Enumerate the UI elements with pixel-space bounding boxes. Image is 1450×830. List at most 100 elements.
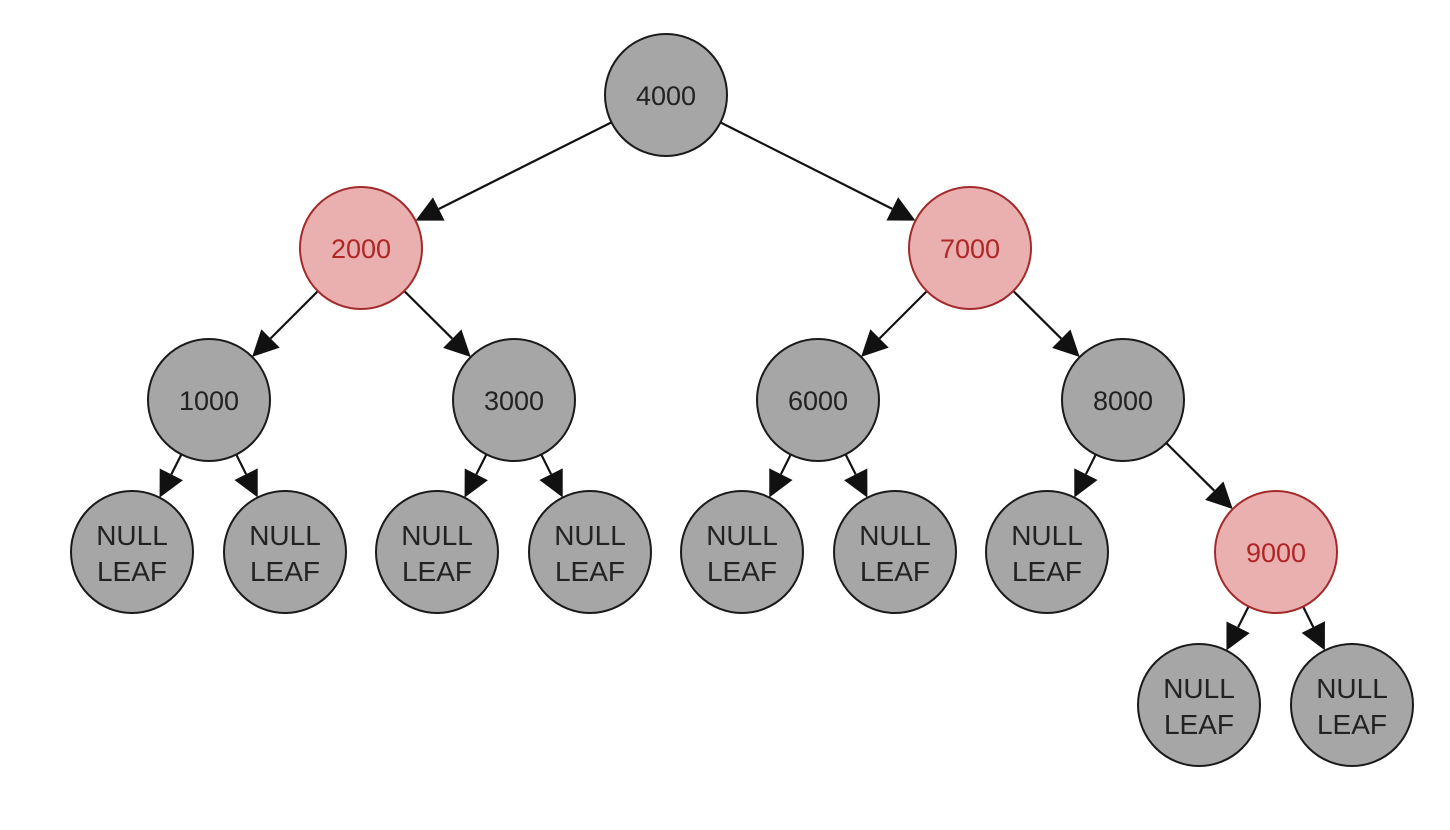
node-label: LEAF bbox=[1317, 709, 1387, 740]
null-leaf-node: NULL LEAF bbox=[680, 490, 804, 614]
node-label: LEAF bbox=[1012, 556, 1082, 587]
node-circle bbox=[908, 186, 1032, 310]
edge-n8000-n9000 bbox=[1165, 442, 1233, 510]
edge-n7000-n8000 bbox=[1012, 290, 1080, 358]
node-circle bbox=[223, 490, 347, 614]
edge-n1000-L2 bbox=[234, 454, 258, 498]
tree-node-3000: 3000 bbox=[452, 338, 576, 462]
arrowhead-icon bbox=[234, 468, 258, 498]
edge-line bbox=[844, 453, 857, 475]
node-label: 9000 bbox=[1246, 538, 1306, 568]
node-label: NULL bbox=[554, 520, 626, 551]
edge-n3000-L3 bbox=[464, 453, 488, 498]
edge-line bbox=[540, 454, 553, 475]
tree-node-7000: 7000 bbox=[908, 186, 1032, 310]
node-label: 1000 bbox=[179, 386, 239, 416]
arrowhead-icon bbox=[1301, 621, 1325, 651]
node-label: 6000 bbox=[788, 386, 848, 416]
node-label: LEAF bbox=[860, 556, 930, 587]
tree-node-6000: 6000 bbox=[756, 338, 880, 462]
null-leaf-node: NULL LEAF bbox=[833, 490, 957, 614]
node-label: NULL bbox=[96, 520, 168, 551]
arrowhead-icon bbox=[464, 468, 488, 498]
edge-n2000-n3000 bbox=[403, 290, 471, 358]
node-label: LEAF bbox=[402, 556, 472, 587]
tree-node-9000: 9000 bbox=[1214, 490, 1338, 614]
node-label: 3000 bbox=[484, 386, 544, 416]
node-circle bbox=[299, 186, 423, 310]
node-circle bbox=[375, 490, 499, 614]
node-circle bbox=[985, 490, 1109, 614]
node-circle bbox=[1290, 643, 1414, 767]
node-label: 4000 bbox=[636, 81, 696, 111]
arrowhead-icon bbox=[1074, 468, 1098, 498]
edge-line bbox=[1084, 454, 1097, 475]
edge-n9000-L9 bbox=[1301, 606, 1325, 651]
edge-n7000-n6000 bbox=[861, 290, 928, 357]
edge-n6000-L6 bbox=[844, 453, 868, 498]
node-label: NULL bbox=[249, 520, 321, 551]
arrowhead-icon bbox=[1226, 621, 1250, 651]
edge-n4000-n2000 bbox=[415, 121, 612, 221]
edge-line bbox=[438, 121, 612, 210]
edge-n3000-L4 bbox=[539, 454, 563, 498]
node-label: NULL bbox=[1316, 673, 1388, 704]
node-label: 7000 bbox=[940, 234, 1000, 264]
null-leaf-node: NULL LEAF bbox=[1137, 643, 1261, 767]
null-leaf-node: NULL LEAF bbox=[375, 490, 499, 614]
edge-n2000-n1000 bbox=[252, 290, 319, 357]
arrowhead-icon bbox=[159, 468, 183, 498]
node-label: NULL bbox=[1163, 673, 1235, 704]
edge-n9000-L8 bbox=[1226, 605, 1250, 651]
node-label: 8000 bbox=[1093, 386, 1153, 416]
edge-line bbox=[878, 290, 928, 340]
node-label: NULL bbox=[1011, 520, 1083, 551]
node-label: LEAF bbox=[1164, 709, 1234, 740]
edge-line bbox=[269, 290, 319, 340]
node-circle bbox=[1061, 338, 1185, 462]
arrowhead-icon bbox=[844, 468, 868, 498]
null-leaf-node: NULL LEAF bbox=[985, 490, 1109, 614]
null-leaf-node: NULL LEAF bbox=[1290, 643, 1414, 767]
node-label: LEAF bbox=[707, 556, 777, 587]
arrowhead-icon bbox=[443, 329, 471, 358]
node-circle bbox=[833, 490, 957, 614]
node-circle bbox=[528, 490, 652, 614]
node-circle bbox=[680, 490, 804, 614]
edges bbox=[159, 121, 1325, 651]
edge-line bbox=[170, 453, 183, 475]
edge-line bbox=[1302, 606, 1315, 628]
node-circle bbox=[70, 490, 194, 614]
edge-line bbox=[719, 121, 893, 210]
arrowhead-icon bbox=[252, 329, 280, 357]
node-label: 2000 bbox=[331, 234, 391, 264]
edge-n8000-L7 bbox=[1074, 454, 1098, 498]
arrowhead-icon bbox=[539, 468, 563, 498]
edge-line bbox=[403, 290, 454, 340]
arrowhead-icon bbox=[415, 197, 445, 221]
node-circle bbox=[1137, 643, 1261, 767]
arrowhead-icon bbox=[886, 197, 916, 221]
node-circle bbox=[756, 338, 880, 462]
edge-n6000-L5 bbox=[769, 454, 793, 498]
edge-line bbox=[235, 454, 248, 475]
arrowhead-icon bbox=[1205, 481, 1233, 510]
node-label: NULL bbox=[706, 520, 778, 551]
edge-line bbox=[1237, 605, 1250, 628]
edge-n4000-n7000 bbox=[719, 121, 916, 221]
edge-line bbox=[475, 453, 488, 475]
node-label: NULL bbox=[859, 520, 931, 551]
node-circle bbox=[452, 338, 576, 462]
node-label: NULL bbox=[401, 520, 473, 551]
tree-node-2000: 2000 bbox=[299, 186, 423, 310]
node-circle bbox=[604, 33, 728, 157]
tree-node-4000: 4000 bbox=[604, 33, 728, 157]
edge-n1000-L1 bbox=[159, 453, 183, 498]
node-label: LEAF bbox=[97, 556, 167, 587]
arrowhead-icon bbox=[769, 468, 793, 498]
arrowhead-icon bbox=[1052, 329, 1080, 358]
